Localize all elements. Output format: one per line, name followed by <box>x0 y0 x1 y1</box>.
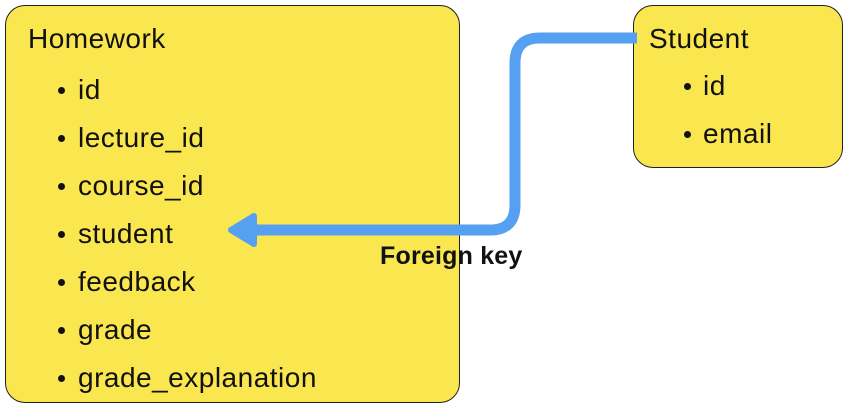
field-item-id: id <box>649 62 842 110</box>
field-item-grade: grade <box>28 306 459 354</box>
foreign-key-label: Foreign key <box>380 242 523 270</box>
entity-box-homework: Homework id lecture_id course_id student… <box>5 5 460 403</box>
field-item-course-id: course_id <box>28 162 459 210</box>
field-item-email: email <box>649 110 842 158</box>
field-item-grade-explanation: grade_explanation <box>28 354 459 402</box>
field-item-lecture-id: lecture_id <box>28 114 459 162</box>
field-list: id email <box>649 62 842 158</box>
field-item-id: id <box>28 66 459 114</box>
field-list: id lecture_id course_id student feedback… <box>28 66 459 402</box>
field-item-student: student <box>28 210 459 258</box>
entity-title: Homework <box>28 23 166 54</box>
entity-title: Student <box>649 23 750 54</box>
entity-box-student: Student id email <box>633 5 843 168</box>
field-item-feedback: feedback <box>28 258 459 306</box>
